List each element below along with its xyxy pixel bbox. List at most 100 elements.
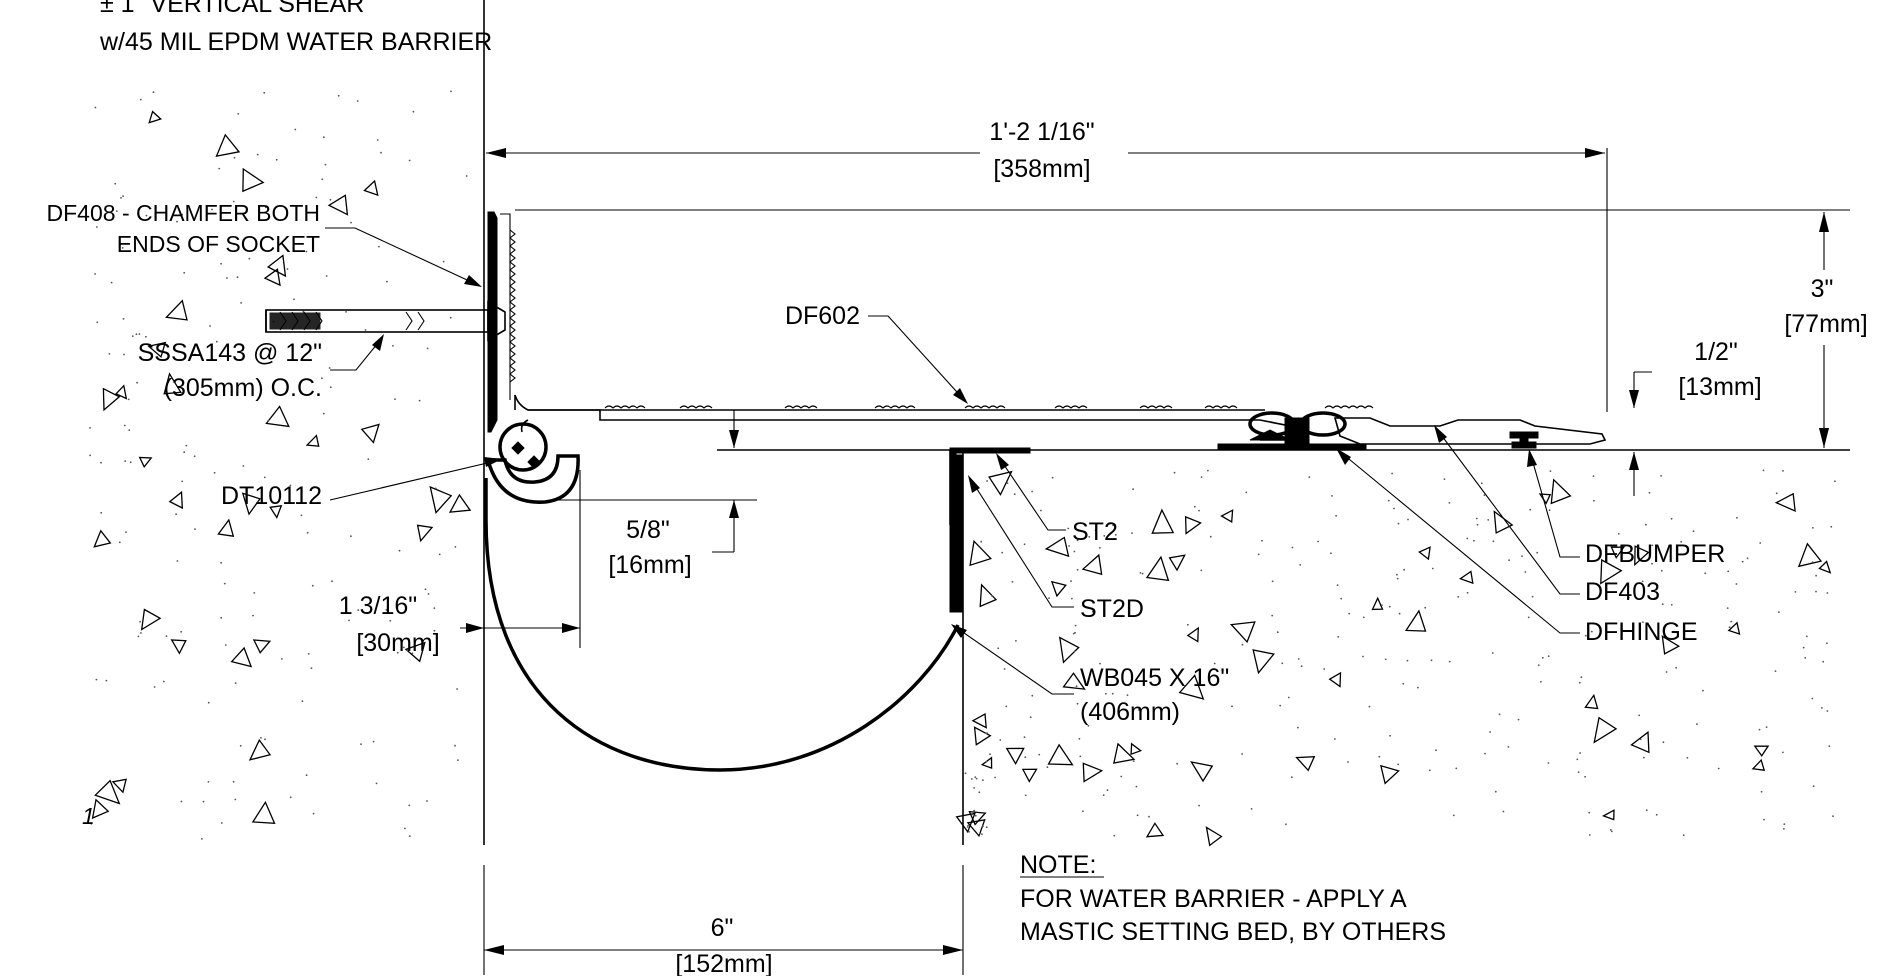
stipple-dot xyxy=(404,827,406,830)
knurl-band-2 xyxy=(679,405,713,409)
aggregate-mark xyxy=(1252,649,1275,675)
stipple-dot xyxy=(1079,755,1082,758)
aggregate-mark xyxy=(363,179,379,197)
stipple-dot xyxy=(1023,736,1026,739)
stipple-dot xyxy=(1494,790,1497,793)
stipple-dot xyxy=(1726,607,1729,609)
stipple-dot xyxy=(1588,811,1591,814)
stipple-dot xyxy=(1347,761,1349,763)
stipple-dot xyxy=(1547,655,1550,657)
stipple-dot xyxy=(1389,734,1391,737)
stipple-dot xyxy=(1812,785,1815,788)
stipple-dot xyxy=(1431,567,1434,570)
note-block: NOTE: FOR WATER BARRIER - APPLY A MASTIC… xyxy=(1020,851,1446,946)
stipple-dot xyxy=(264,206,267,209)
stipple-dot xyxy=(1241,643,1244,646)
label-df408-line-2: ENDS OF SOCKET xyxy=(117,231,320,257)
stipple-dot xyxy=(138,333,141,335)
stipple-dot xyxy=(100,461,102,464)
stipple-dot xyxy=(1335,514,1337,517)
stipple-dot xyxy=(252,614,254,617)
stipple-dot xyxy=(289,484,292,487)
stipple-dot xyxy=(203,378,206,381)
stipple-dot xyxy=(971,813,974,816)
stipple-dot xyxy=(1113,834,1116,837)
stipple-dot xyxy=(1330,552,1332,555)
stipple-dot xyxy=(1120,775,1123,778)
aggregate-mark xyxy=(1727,621,1741,635)
aggregate-mark xyxy=(1062,672,1086,690)
stipple-dot xyxy=(375,782,378,785)
stipple-dot xyxy=(1727,570,1730,573)
stipple-dot xyxy=(1068,545,1070,547)
aggregate-mark xyxy=(1058,636,1080,664)
stipple-dot xyxy=(1480,482,1483,485)
stipple-dot xyxy=(234,798,237,801)
stipple-dot xyxy=(1828,745,1831,747)
dt10112-seal xyxy=(485,422,580,504)
stipple-dot xyxy=(967,824,969,827)
aggregate-mark xyxy=(266,254,287,278)
stipple-dot xyxy=(118,541,121,544)
note-line-2: MASTIC SETTING BED, BY OTHERS xyxy=(1020,918,1446,946)
stipple-dot xyxy=(311,584,314,587)
stipple-dot xyxy=(456,688,458,690)
stipple-dot xyxy=(183,271,186,274)
stipple-dot xyxy=(120,197,122,199)
stipple-dot xyxy=(1005,705,1008,708)
stipple-dot xyxy=(1547,762,1550,764)
stipple-dot xyxy=(1048,597,1050,599)
stipple-dot xyxy=(1271,614,1274,617)
aggregate-mark xyxy=(252,639,272,654)
socket-knurl xyxy=(509,229,516,383)
aggregate-mark xyxy=(1584,693,1599,710)
dimension-reveal: 1/2" [13mm] xyxy=(1629,338,1762,496)
stipple-dot xyxy=(277,488,280,491)
aggregate-mark xyxy=(115,384,128,400)
stipple-dot xyxy=(223,582,226,585)
anchor-sleeve xyxy=(269,312,321,330)
stipple-dot xyxy=(394,398,396,400)
stipple-dot xyxy=(360,743,362,745)
stipple-dot xyxy=(331,580,333,583)
stipple-dot xyxy=(323,136,325,139)
stipple-dot xyxy=(438,553,441,556)
label-df403: DF403 xyxy=(1585,578,1660,606)
stipple-dot xyxy=(1592,475,1595,477)
stipple-dot xyxy=(345,311,347,313)
dimension-recess: 5/8" [16mm] xyxy=(608,410,739,579)
dimension-gap: 6" [152mm] xyxy=(484,914,963,976)
stipple-dot xyxy=(1648,491,1651,494)
stipple-dot xyxy=(1207,469,1209,472)
aggregate-mark xyxy=(147,341,167,359)
stipple-dot xyxy=(426,347,429,350)
stipple-dot xyxy=(1763,818,1765,821)
stipple-dot xyxy=(1261,539,1263,542)
stipple-dot xyxy=(1576,758,1579,761)
stipple-dot xyxy=(989,753,991,756)
knurl-band-6 xyxy=(1054,405,1088,409)
stipple-dot xyxy=(1508,559,1510,562)
label-wb045-line-1: WB045 X 16" xyxy=(1080,664,1229,692)
aggregate-mark xyxy=(305,434,320,447)
stipple-dot xyxy=(1651,562,1653,565)
aggregate-mark xyxy=(1190,761,1214,783)
stipple-dot xyxy=(127,398,130,401)
stipple-dot xyxy=(115,210,118,213)
stipple-dot xyxy=(263,476,266,479)
stipple-dot xyxy=(1331,495,1333,497)
aggregate-mark xyxy=(973,726,992,746)
stipple-dot xyxy=(1407,518,1409,521)
stipple-dot xyxy=(1484,752,1486,755)
stipple-dot xyxy=(1760,790,1763,793)
stipple-dot xyxy=(985,826,988,829)
stipple-dot xyxy=(108,353,111,355)
stipple-dot xyxy=(220,262,223,265)
aggregate-mark xyxy=(968,810,987,826)
stipple-dot xyxy=(970,778,973,780)
stipple-dot xyxy=(220,616,223,619)
stipple-dot xyxy=(1826,642,1828,645)
stipple-dot xyxy=(1834,480,1836,483)
stipple-dot xyxy=(442,260,445,263)
dim-height-imperial: 3" xyxy=(1811,275,1834,303)
